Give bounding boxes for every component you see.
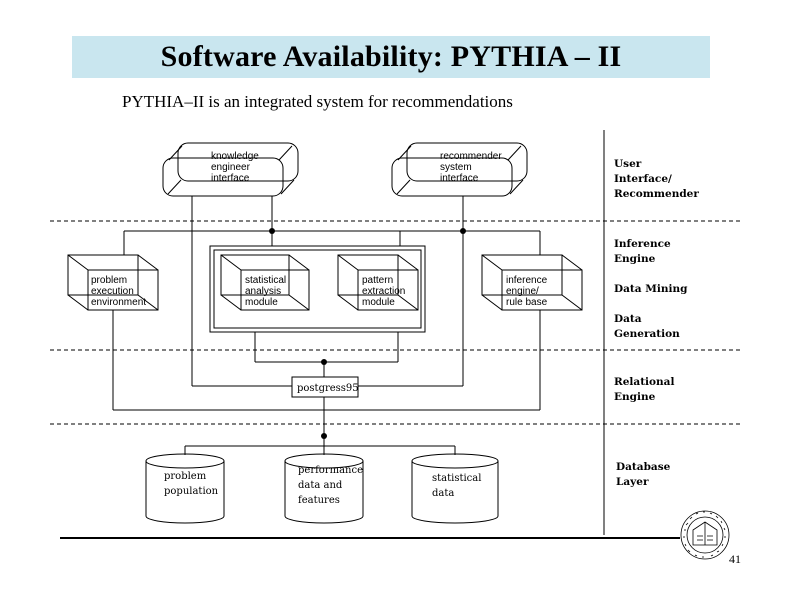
layer-user-interface-2: Interface/: [614, 173, 672, 185]
layer-user-interface-3: Recommender: [614, 188, 699, 200]
statistical-analysis-label-3: module: [245, 297, 278, 308]
knowledge-interface-label-3: interface: [211, 173, 250, 184]
junction-dot: [321, 359, 327, 365]
postgres-label: postgress95: [297, 383, 359, 394]
pattern-extraction-label-2: extraction: [362, 286, 405, 297]
junction-dot: [460, 228, 466, 234]
statistical-analysis-module-box: [220, 254, 310, 311]
inference-engine-label-1: inference: [506, 275, 548, 286]
layer-user-interface-1: User: [614, 158, 642, 170]
knowledge-interface-label-1: knowledge: [211, 151, 259, 162]
slide-title: Software Availability: PYTHIA – II: [160, 40, 622, 73]
recommender-interface-label-3: interface: [440, 173, 479, 184]
knowledge-engineer-interface-box: [162, 142, 299, 197]
statistical-data-label-1: statistical: [432, 473, 481, 484]
statistical-analysis-label-1: statistical: [245, 275, 286, 286]
data-mining-group-frame: [209, 245, 426, 333]
page-number: 41: [729, 552, 741, 566]
performance-label-1: performance: [298, 465, 363, 476]
layer-relational-engine-1: Relational: [614, 376, 674, 388]
statistical-data-label-2: data: [432, 488, 454, 499]
university-seal-logo: [680, 510, 730, 560]
layer-data-generation-1: Data: [614, 313, 642, 325]
inference-engine-box: [481, 254, 583, 311]
knowledge-interface-label-2: engineer: [211, 162, 251, 173]
inference-engine-label-2: engine/: [506, 286, 539, 297]
slide-subtitle: PYTHIA–II is an integrated system for re…: [122, 92, 513, 111]
pattern-extraction-label-1: pattern: [362, 275, 393, 286]
statistical-analysis-label-2: analysis: [245, 286, 281, 297]
layer-data-mining: Data Mining: [614, 283, 688, 295]
statistical-data-database: [411, 453, 499, 524]
postgres-box: [291, 376, 359, 398]
problem-population-label-1: problem: [164, 471, 207, 482]
title-bar: Software Availability: PYTHIA – II: [72, 36, 710, 78]
problem-execution-label-1: problem: [91, 275, 127, 286]
layer-inference-engine-2: Engine: [614, 253, 656, 265]
pattern-extraction-label-3: module: [362, 297, 395, 308]
layer-relational-engine-2: Engine: [614, 391, 656, 403]
layer-database-2: Layer: [616, 476, 649, 488]
performance-database: [284, 453, 364, 524]
performance-label-2: data and: [298, 480, 343, 491]
pattern-extraction-module-box: [337, 254, 419, 311]
problem-execution-label-2: execution: [91, 286, 134, 297]
problem-population-database: [145, 453, 225, 524]
problem-execution-environment-box: [67, 254, 159, 311]
layer-database-1: Database: [616, 461, 671, 473]
recommender-system-interface-box: [391, 142, 528, 197]
junction-dot: [269, 228, 275, 234]
inference-engine-label-3: rule base: [506, 297, 548, 308]
problem-execution-label-3: environment: [91, 297, 146, 308]
recommender-interface-label-2: system: [440, 162, 472, 173]
junction-dot: [321, 433, 327, 439]
problem-population-label-2: population: [164, 486, 219, 497]
layer-data-generation-2: Generation: [614, 328, 680, 340]
recommender-interface-label-1: recommender: [440, 151, 502, 162]
performance-label-3: features: [298, 495, 340, 506]
layer-inference-engine-1: Inference: [614, 238, 671, 250]
